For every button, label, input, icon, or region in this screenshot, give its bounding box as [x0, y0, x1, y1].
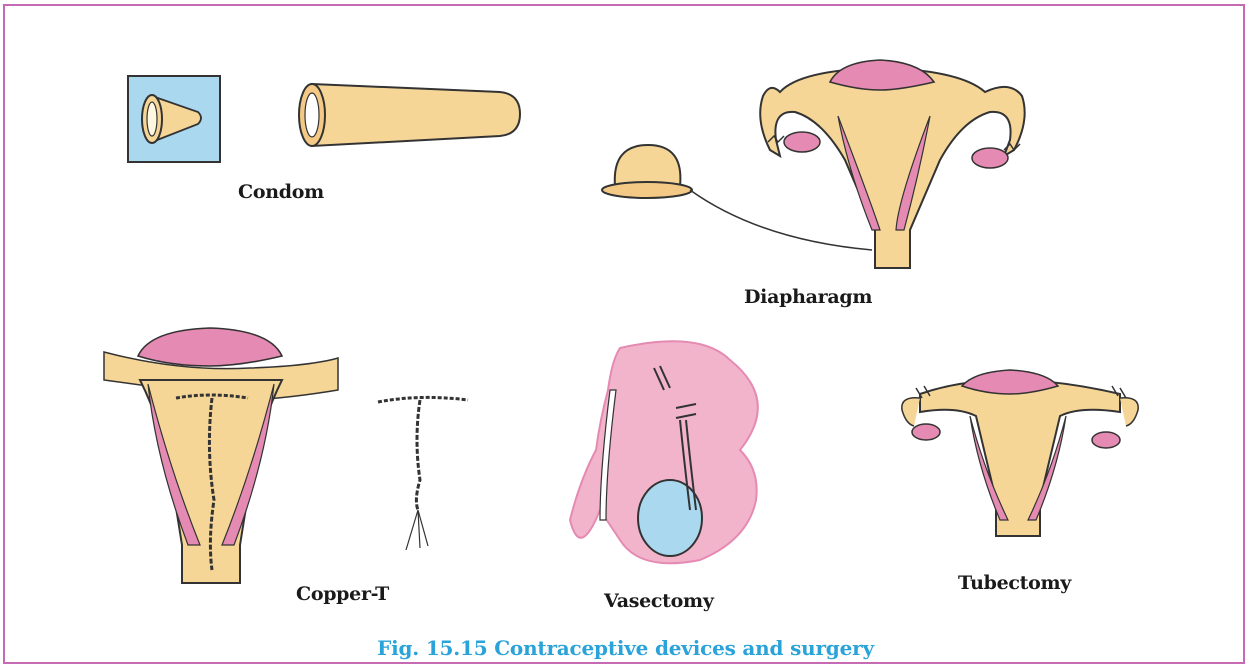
label-condom: Condom [238, 181, 324, 203]
label-tubectomy: Tubectomy [958, 572, 1071, 594]
figure-caption: Fig. 15.15 Contraceptive devices and sur… [0, 636, 1251, 660]
tubectomy-illustration [902, 370, 1138, 536]
condom-illustration [128, 76, 520, 162]
vasectomy-illustration [570, 341, 758, 563]
label-diaphragm: Diapharagm [744, 286, 872, 308]
diaphragm-illustration [602, 60, 1025, 268]
label-vasectomy: Vasectomy [604, 590, 714, 612]
label-copper-t: Copper-T [296, 583, 389, 605]
copper-t-illustration [104, 328, 468, 583]
